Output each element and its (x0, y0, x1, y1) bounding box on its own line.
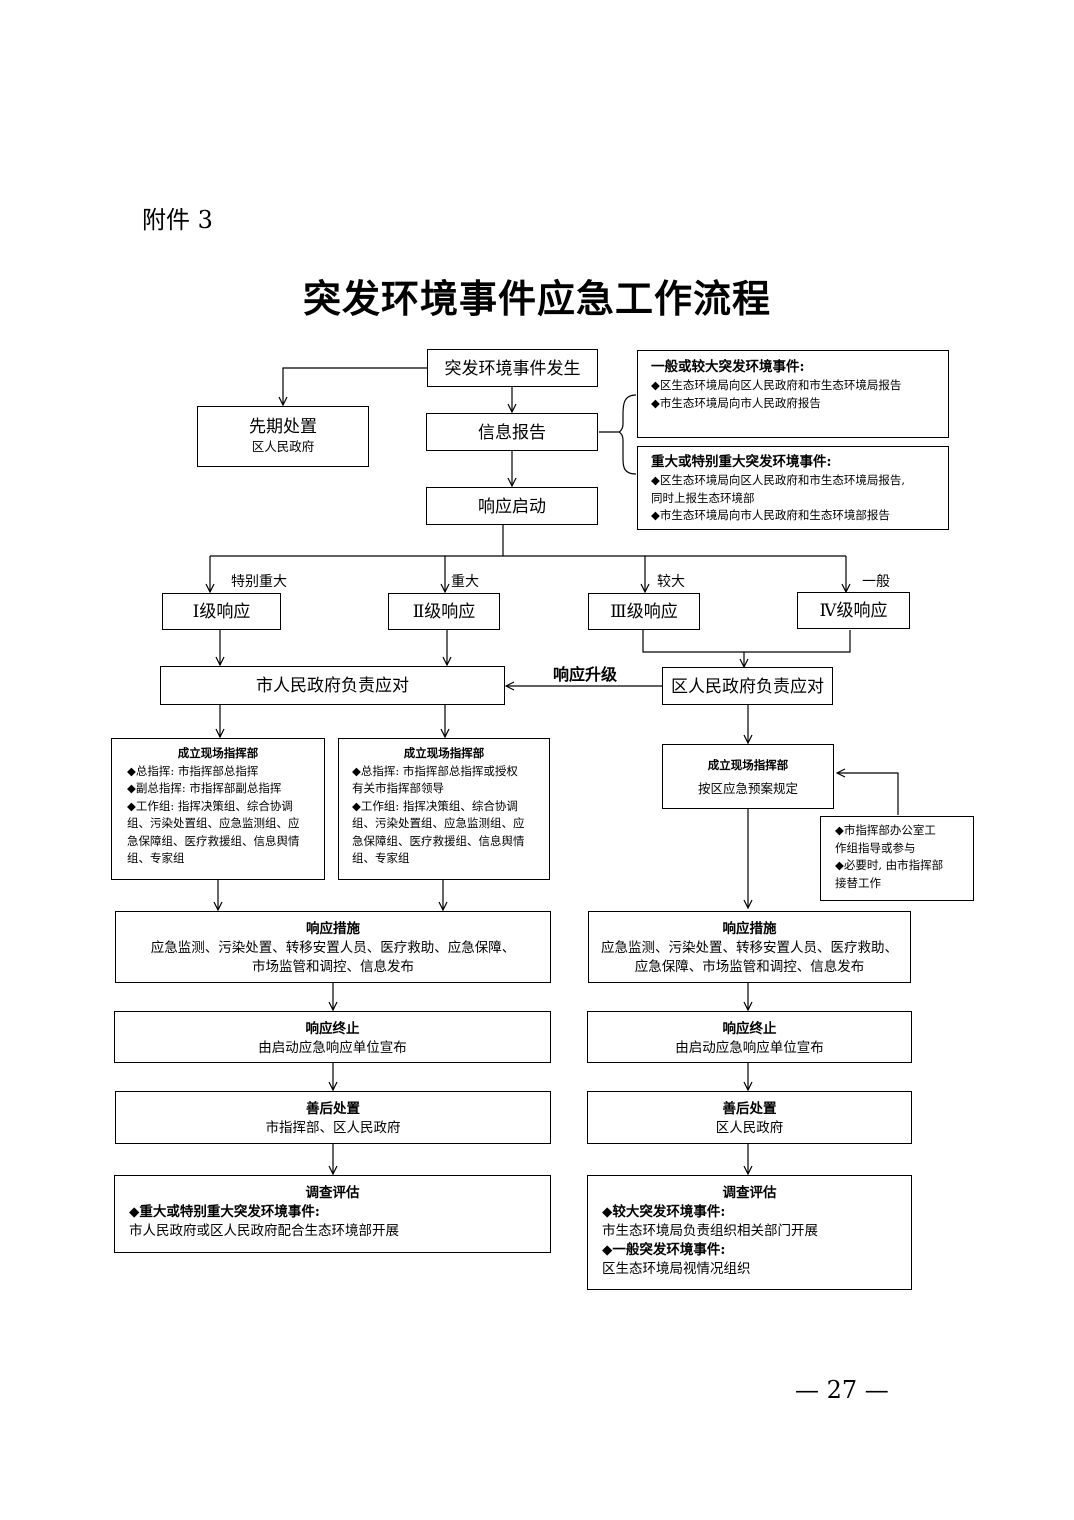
onsite-hq-line: 组、污染处置组、应急监测组、应 (127, 816, 300, 830)
onsite-hq-sub: 按区应急预案规定 (697, 780, 798, 796)
end-title: 响应终止 (722, 1021, 777, 1037)
aftermath-box-left: 善后处置 市指挥部、区人民政府 (115, 1091, 551, 1144)
city-office-line: 接替工作 (835, 875, 881, 890)
measures-line: 应急监测、污染处置、转移安置人员、医疗救助、应急保障、 (150, 940, 516, 956)
onsite-hq-heading: 成立现场指挥部 (403, 746, 485, 760)
report-major-item: ◆市生态环境局向市人民政府和生态环境部报告 (651, 508, 890, 522)
city-office-line: ◆必要时, 由市指挥部 (835, 858, 944, 872)
onsite-hq-line: 组、污染处置组、应急监测组、应 (352, 816, 525, 830)
onsite-hq-box-1: 成立现场指挥部 ◆总指挥: 市指挥部总指挥 ◆副总指挥: 市指挥部副总指挥 ◆工… (111, 738, 325, 880)
measures-line: 市场监管和调控、信息发布 (252, 959, 414, 975)
response-start-box: 响应启动 (426, 487, 598, 525)
investigation-title: 调查评估 (722, 1185, 777, 1201)
event-occurrence-box: 突发环境事件发生 (427, 349, 598, 387)
city-office-line: ◆市指挥部办公室工 (835, 823, 936, 837)
onsite-hq-box-3: 成立现场指挥部 按区应急预案规定 (662, 744, 834, 809)
report-major-item: 同时上报生态环境部 (651, 490, 755, 505)
measures-title: 响应措施 (306, 921, 360, 937)
report-general-box: 一般或较大突发环境事件: ◆区生态环境局向区人民政府和市生态环境局报告 ◆市生态… (637, 350, 949, 438)
onsite-hq-line: 组、专家组 (352, 851, 410, 865)
investigation-box-right: 调查评估 ◆较大突发环境事件: 市生态环境局负责组织相关部门开展 ◆一般突发环境… (587, 1175, 912, 1290)
response-measures-box-right: 响应措施 应急监测、污染处置、转移安置人员、医疗救助、 应急保障、市场监管和调控… (588, 911, 911, 983)
onsite-hq-line: 急保障组、医疗救援组、信息舆情 (127, 833, 300, 848)
aftermath-sub: 区人民政府 (715, 1120, 784, 1136)
investigation-line: ◆较大突发环境事件: (602, 1204, 726, 1220)
onsite-hq-box-2: 成立现场指挥部 ◆总指挥: 市指挥部总指挥或授权 有关市指挥部领导 ◆工作组: … (338, 738, 550, 880)
response-end-box-left: 响应终止 由启动应急响应单位宣布 (114, 1011, 551, 1063)
district-government-box: 区人民政府负责应对 (662, 667, 833, 705)
measures-line: 应急监测、污染处置、转移安置人员、医疗救助、 (601, 940, 898, 956)
attachment-label: 附件 3 (142, 206, 213, 234)
report-major-heading: 重大或特别重大突发环境事件: (651, 454, 832, 470)
page-number: — 27 — (795, 1376, 889, 1404)
aftermath-sub: 市指挥部、区人民政府 (265, 1120, 401, 1136)
level-3-box: Ⅲ级响应 (588, 593, 700, 630)
onsite-hq-line: ◆总指挥: 市指挥部总指挥或授权 (352, 763, 518, 778)
response-end-box-right: 响应终止 由启动应急响应单位宣布 (587, 1011, 912, 1063)
response-upgrade-label: 响应升级 (553, 665, 618, 684)
level-tag-3: 较大 (657, 574, 685, 590)
onsite-hq-line: ◆总指挥: 市指挥部总指挥 (127, 763, 259, 778)
onsite-hq-heading: 成立现场指挥部 (707, 758, 789, 772)
end-title: 响应终止 (305, 1021, 360, 1037)
info-report-box: 信息报告 (426, 413, 598, 451)
investigation-title: 调查评估 (305, 1185, 360, 1201)
aftermath-box-right: 善后处置 区人民政府 (587, 1091, 912, 1144)
onsite-hq-line: 急保障组、医疗救援组、信息舆情 (352, 833, 525, 848)
onsite-hq-heading: 成立现场指挥部 (177, 746, 259, 760)
level-tag-1: 特别重大 (231, 574, 287, 590)
investigation-line: ◆一般突发环境事件: (602, 1242, 726, 1258)
city-office-box: ◆市指挥部办公室工 作组指导或参与 ◆必要时, 由市指挥部 接替工作 (820, 816, 974, 901)
investigation-box-left: 调查评估 ◆重大或特别重大突发环境事件: 市人民政府或区人民政府配合生态环境部开… (114, 1175, 551, 1253)
city-office-line: 作组指导或参与 (835, 840, 916, 855)
level-4-box: Ⅳ级响应 (797, 592, 910, 629)
onsite-hq-line: ◆工作组: 指挥决策组、综合协调 (127, 798, 293, 813)
investigation-line: 市生态环境局负责组织相关部门开展 (602, 1223, 818, 1239)
early-disposal-title: 先期处置 (249, 417, 317, 437)
end-sub: 由启动应急响应单位宣布 (675, 1040, 824, 1056)
aftermath-title: 善后处置 (722, 1101, 777, 1117)
level-2-box: Ⅱ级响应 (388, 593, 500, 630)
page-title: 突发环境事件应急工作流程 (302, 276, 771, 321)
response-measures-box-left: 响应措施 应急监测、污染处置、转移安置人员、医疗救助、应急保障、 市场监管和调控… (115, 911, 551, 983)
measures-line: 应急保障、市场监管和调控、信息发布 (634, 959, 865, 975)
measures-title: 响应措施 (722, 921, 777, 937)
onsite-hq-line: ◆工作组: 指挥决策组、综合协调 (352, 798, 518, 813)
early-disposal-box: 先期处置 区人民政府 (197, 406, 369, 467)
report-general-heading: 一般或较大突发环境事件: (651, 359, 805, 375)
end-sub: 由启动应急响应单位宣布 (258, 1040, 407, 1056)
report-general-item: ◆区生态环境局向区人民政府和市生态环境局报告 (651, 378, 902, 392)
onsite-hq-line: ◆副总指挥: 市指挥部副总指挥 (127, 781, 282, 795)
city-government-box: 市人民政府负责应对 (160, 666, 505, 705)
report-major-box: 重大或特别重大突发环境事件: ◆区生态环境局向区人民政府和市生态环境局报告, 同… (637, 446, 949, 530)
report-general-item: ◆市生态环境局向市人民政府报告 (651, 395, 821, 410)
level-tag-4: 一般 (862, 574, 890, 590)
aftermath-title: 善后处置 (306, 1101, 360, 1117)
investigation-line: ◆重大或特别重大突发环境事件: (129, 1204, 320, 1220)
level-1-box: Ⅰ级响应 (162, 593, 281, 630)
report-major-item: ◆区生态环境局向区人民政府和市生态环境局报告, (651, 473, 905, 487)
investigation-line: 区生态环境局视情况组织 (602, 1261, 751, 1277)
early-disposal-sub: 区人民政府 (251, 439, 315, 454)
level-tag-2: 重大 (451, 574, 479, 590)
onsite-hq-line: 有关市指挥部领导 (352, 781, 444, 795)
onsite-hq-line: 组、专家组 (127, 851, 185, 865)
investigation-line: 市人民政府或区人民政府配合生态环境部开展 (129, 1223, 399, 1239)
